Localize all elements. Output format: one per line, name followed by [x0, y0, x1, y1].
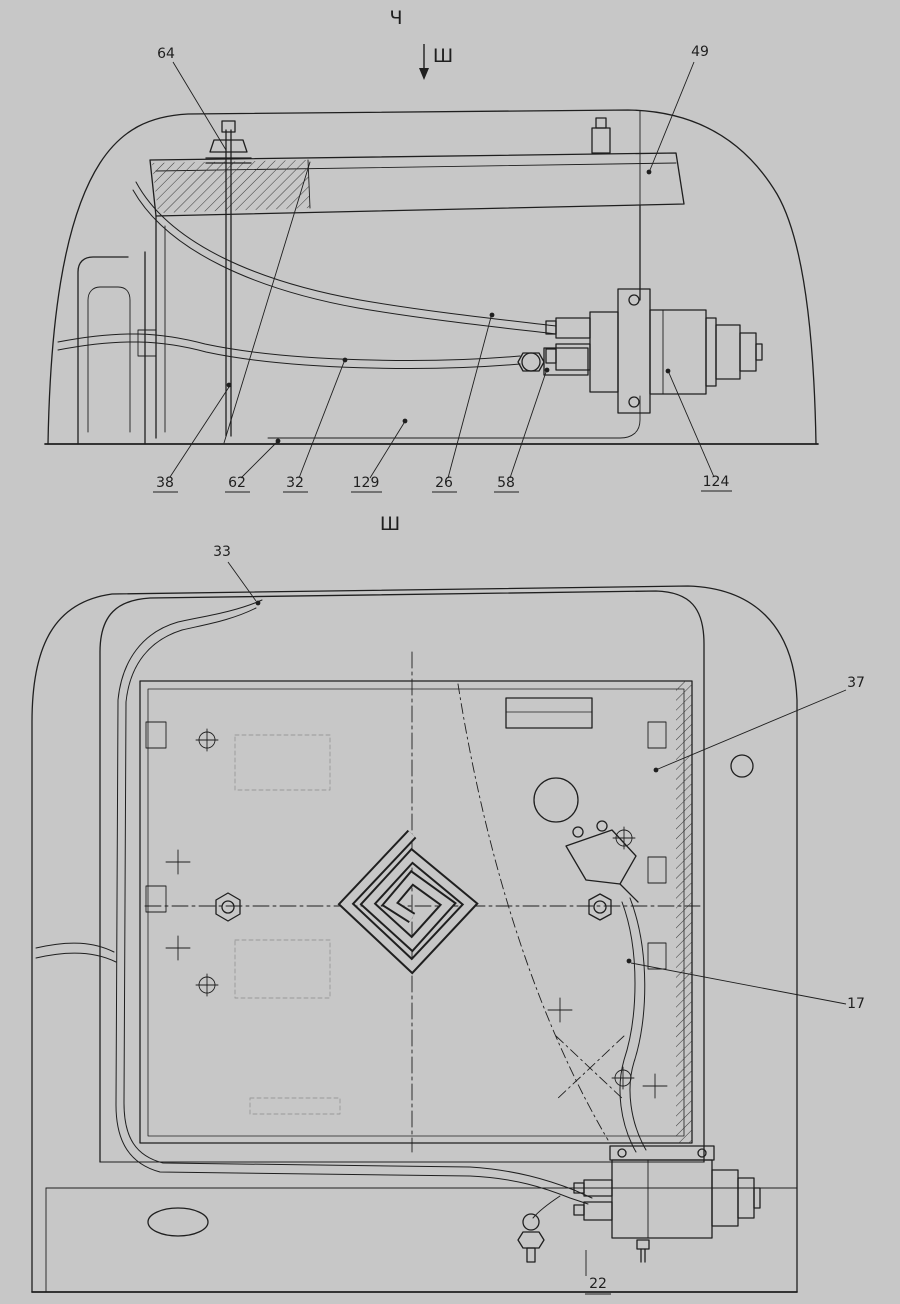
starter-motor-top — [573, 1145, 761, 1263]
brand-logo — [337, 829, 479, 975]
callout-58-label: 58 — [497, 475, 515, 491]
callout-17: 17 — [626, 958, 865, 1012]
callout-37: 37 — [653, 675, 865, 773]
side-view-title: Ч — [389, 7, 402, 29]
section-arrow-label: Ш — [433, 45, 453, 67]
plan-view-callouts: Ш 33 37 17 22 — [213, 513, 865, 1295]
callout-58: 58 — [494, 367, 550, 493]
callout-129: 129 — [351, 418, 408, 493]
battery-handle — [505, 697, 593, 729]
terminal-clamp-top — [565, 820, 639, 903]
cable-harness — [35, 599, 593, 1219]
cover-plate-top — [457, 681, 692, 1143]
plan-view — [31, 585, 798, 1293]
battery-features — [165, 728, 668, 1115]
callout-49: 49 — [646, 44, 709, 175]
arrow-head-icon — [419, 68, 429, 80]
callout-38: 38 — [153, 382, 232, 493]
callout-49-label: 49 — [691, 44, 709, 60]
callout-38-label: 38 — [156, 475, 174, 491]
battery-compartment — [99, 590, 705, 1163]
cover-edge-hatch — [676, 681, 692, 1143]
callout-37-label: 37 — [847, 675, 865, 691]
callout-22-label: 22 — [589, 1276, 607, 1292]
plan-body-outline — [31, 585, 798, 1293]
side-left-bracket — [77, 251, 146, 445]
cover-boundary-line — [457, 683, 609, 1141]
callout-32-label: 32 — [286, 475, 304, 491]
floor-slot — [147, 1207, 209, 1237]
cable-clamp — [517, 347, 589, 376]
callout-33: 33 — [213, 544, 261, 606]
side-view — [44, 109, 819, 445]
battery-box-side — [155, 204, 641, 439]
side-body-outline — [44, 109, 819, 445]
callout-32: 32 — [283, 357, 348, 493]
center-lines — [144, 651, 701, 1153]
wing-nut — [209, 139, 248, 153]
callout-62-label: 62 — [228, 475, 246, 491]
callout-124-label: 124 — [703, 474, 730, 490]
section-boundary-line — [223, 161, 311, 444]
side-view-callouts: Ч Ш 64 49 38 62 — [153, 7, 732, 493]
callout-26: 26 — [432, 312, 495, 493]
callout-22: 22 — [585, 1250, 611, 1295]
section-arrow: Ш — [419, 44, 453, 80]
hold-down-nut-top — [215, 892, 241, 922]
cables-side-view — [57, 181, 557, 369]
plan-view-title: Ш — [380, 513, 400, 535]
vent-plug — [591, 117, 611, 154]
callout-17-label: 17 — [847, 996, 865, 1012]
callout-124: 124 — [665, 368, 732, 492]
callout-26-label: 26 — [435, 475, 453, 491]
clamp-bolt-bottom — [517, 1213, 545, 1263]
callout-129-label: 129 — [353, 475, 380, 491]
starter-motor-side — [589, 288, 763, 414]
cable-17 — [619, 897, 647, 1153]
panel-hole — [730, 754, 754, 778]
callout-33-label: 33 — [213, 544, 231, 560]
callout-64-label: 64 — [157, 46, 175, 62]
callout-62: 62 — [225, 438, 281, 493]
callout-64: 64 — [157, 46, 227, 151]
